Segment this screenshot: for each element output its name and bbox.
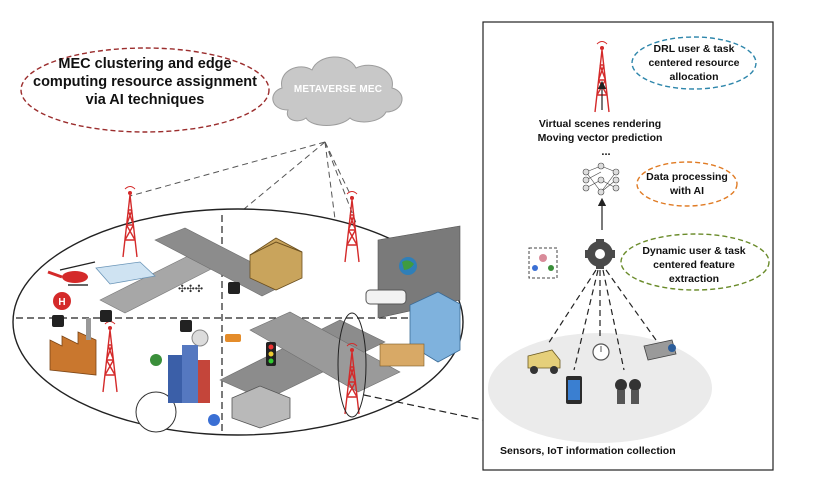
gear-icon — [585, 239, 615, 269]
drl-ellipse — [631, 36, 757, 90]
users-icon — [135, 329, 220, 433]
helicopter-icon — [47, 261, 96, 286]
hospital-icon — [231, 385, 291, 429]
school-icon — [249, 237, 303, 291]
data-processing-ellipse — [636, 161, 738, 207]
sensors-label: Sensors, IoT information collection — [500, 445, 676, 457]
tablet-icon — [566, 376, 582, 404]
data-processing-label: Data processing with AI — [646, 171, 728, 197]
car-icon — [225, 334, 241, 342]
drl-label: DRL user & task centered resource alloca… — [648, 43, 740, 83]
helipad-icon: H — [53, 292, 71, 310]
globe-icon — [399, 257, 417, 275]
svg-text:H: H — [58, 297, 65, 308]
right-panel — [482, 21, 774, 471]
ellipsis-label: ... — [601, 146, 611, 158]
vr-goggles-icon — [615, 379, 641, 404]
sensor-links — [547, 269, 657, 371]
dynamic-feature-label: Dynamic user & task centered feature ext… — [642, 245, 746, 285]
metaverse-mec-cloud — [272, 56, 403, 126]
factory-icon — [49, 318, 97, 376]
wifi-icon — [52, 282, 240, 332]
left-title-ellipse — [20, 47, 270, 133]
traffic-light-icon — [266, 342, 276, 366]
left-title-label: MEC clustering and edge computing resour… — [33, 56, 257, 108]
team-icon — [528, 247, 558, 279]
drone-icon: ✣✣✣ — [178, 284, 203, 295]
tower-panel-link — [363, 394, 484, 421]
skyscrapers-icon — [168, 345, 210, 403]
stopwatch-icon — [592, 343, 610, 361]
svg-text:✣✣✣: ✣✣✣ — [178, 284, 203, 295]
highlight-tower-ellipse — [337, 312, 367, 418]
cloud-label: METAVERSE MEC — [293, 84, 383, 95]
dynamic-feature-ellipse — [620, 233, 770, 291]
security-camera-icon — [643, 339, 677, 361]
mining-truck-icon — [527, 349, 561, 374]
train-icon — [365, 289, 407, 305]
virtual-scenes-label: Virtual scenes rendering Moving vector p… — [537, 118, 663, 144]
neural-network-icon — [582, 162, 620, 196]
meeting-room-icon — [379, 343, 425, 367]
boat-icon — [95, 261, 156, 285]
